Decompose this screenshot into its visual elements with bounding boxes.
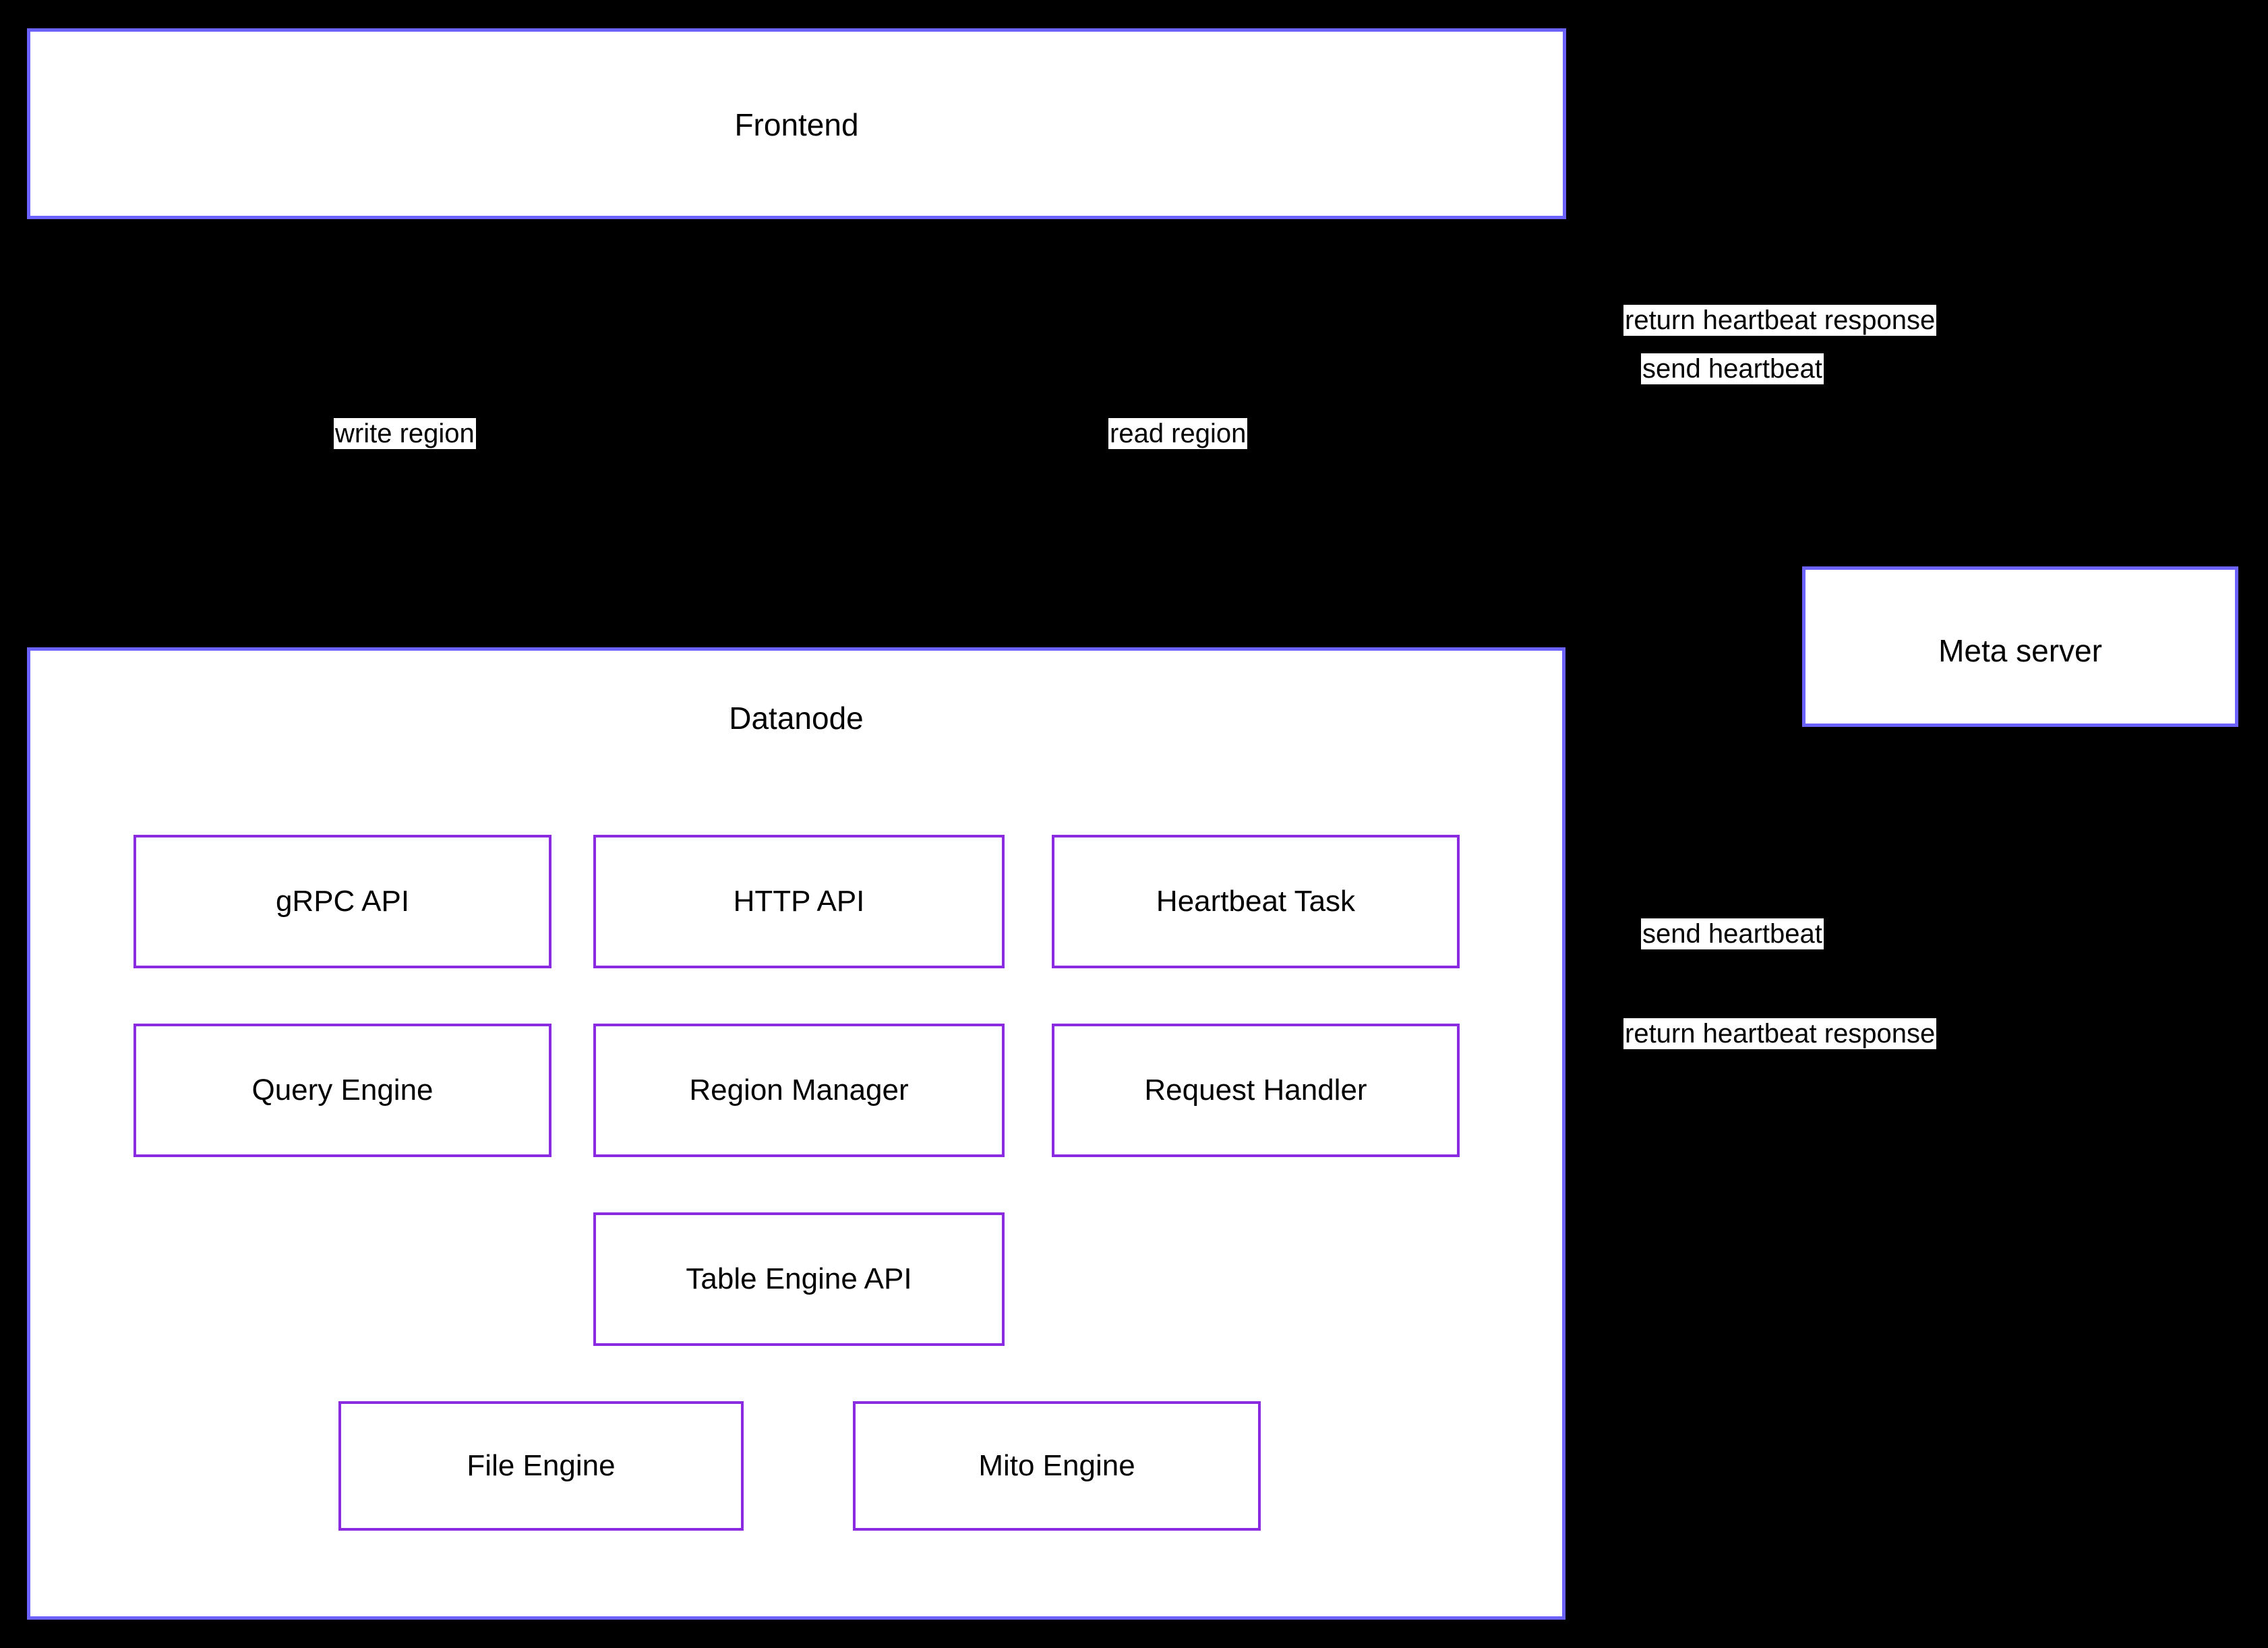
component-mito-engine[interactable]: Mito Engine — [853, 1401, 1261, 1531]
component-table-engine-api-label: Table Engine API — [686, 1262, 912, 1295]
edge-label-write-region: write region — [334, 418, 476, 449]
component-request-handler-label: Request Handler — [1144, 1073, 1367, 1107]
edge-label-return-heartbeat-response-top: return heartbeat response — [1623, 305, 1937, 336]
component-heartbeat-task[interactable]: Heartbeat Task — [1052, 835, 1460, 968]
component-mito-engine-label: Mito Engine — [978, 1449, 1135, 1482]
component-file-engine[interactable]: File Engine — [338, 1401, 744, 1531]
component-region-manager[interactable]: Region Manager — [593, 1024, 1005, 1157]
component-heartbeat-task-label: Heartbeat Task — [1156, 885, 1356, 918]
component-http-api-label: HTTP API — [733, 885, 865, 918]
component-region-manager-label: Region Manager — [689, 1073, 909, 1107]
edge-label-send-heartbeat-top: send heartbeat — [1641, 353, 1824, 384]
component-query-engine[interactable]: Query Engine — [133, 1024, 551, 1157]
node-frontend[interactable]: Frontend — [27, 28, 1566, 219]
edge-label-return-heartbeat-response-bottom: return heartbeat response — [1623, 1018, 1937, 1049]
node-meta-server[interactable]: Meta server — [1802, 566, 2238, 727]
component-grpc-api[interactable]: gRPC API — [133, 835, 551, 968]
edge-send-heartbeat-top — [1566, 376, 1999, 570]
frontend-label: Frontend — [734, 107, 859, 142]
edge-label-send-heartbeat-bottom: send heartbeat — [1641, 918, 1824, 949]
meta-server-label: Meta server — [1938, 633, 2102, 668]
component-request-handler[interactable]: Request Handler — [1052, 1024, 1460, 1157]
component-grpc-api-label: gRPC API — [275, 885, 410, 918]
datanode-label: Datanode — [729, 701, 864, 736]
edge-label-read-region: read region — [1108, 418, 1248, 449]
component-table-engine-api[interactable]: Table Engine API — [593, 1212, 1005, 1346]
edge-return-heartbeat-response-top — [1549, 199, 1883, 566]
component-query-engine-label: Query Engine — [251, 1073, 434, 1107]
component-file-engine-label: File Engine — [467, 1449, 616, 1482]
component-http-api[interactable]: HTTP API — [593, 835, 1005, 968]
